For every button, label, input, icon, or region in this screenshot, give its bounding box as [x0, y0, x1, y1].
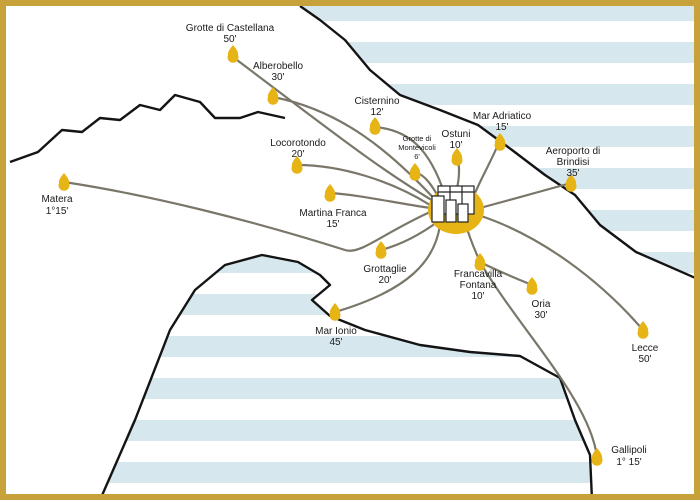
pin-mar-adriatico[interactable] [494, 133, 506, 151]
route-gallipoli [478, 260, 599, 459]
pin-oria[interactable] [526, 277, 538, 295]
time-grotte-di-castellana: 50' [223, 34, 236, 45]
building-icon [431, 185, 475, 223]
label-matera: Matera [41, 194, 73, 205]
route-matera [62, 180, 432, 252]
pins [58, 45, 649, 466]
route-cisternino [373, 125, 447, 197]
time-lecce: 50' [638, 354, 651, 365]
time-francavilla-fontana: 10' [471, 291, 484, 302]
pin-grottaglie[interactable] [375, 241, 387, 259]
label-oria: Oria [532, 299, 551, 310]
pin-gallipoli[interactable] [591, 448, 603, 466]
time-grotte-di-montevicoli: 6' [414, 152, 420, 161]
label-grotte-di-montevicoli-line1: Grotte di [403, 134, 432, 143]
label-aeroporto-di-brindisi-line2: Brindisi [557, 157, 590, 168]
western-border [9, 93, 286, 164]
pin-lecce[interactable] [637, 321, 649, 339]
time-locorotondo: 20' [291, 149, 304, 160]
label-grotte-di-montevicoli-line2: Montevicoli [398, 143, 436, 152]
pin-grotte-di-montevicoli[interactable] [409, 163, 421, 181]
time-grottaglie: 20' [378, 275, 391, 286]
route-lecce [476, 213, 645, 332]
pin-aeroporto-di-brindisi[interactable] [565, 174, 577, 192]
label-martina-franca: Martina Franca [299, 208, 367, 219]
pin-martina-franca[interactable] [324, 184, 336, 202]
pin-cisternino[interactable] [369, 117, 381, 135]
route-grotte-di-castellana [231, 55, 442, 207]
label-ostuni: Ostuni [442, 129, 471, 140]
label-francavilla-fontana-line1: Francavilla [454, 269, 503, 280]
label-francavilla-fontana-line2: Fontana [460, 280, 497, 291]
time-cisternino: 12' [370, 107, 383, 118]
adriatic-coastline [299, 6, 694, 279]
time-matera: 1°15' [46, 206, 69, 217]
label-cisternino: Cisternino [354, 96, 399, 107]
hub [428, 185, 484, 234]
labels: Grotte di Castellana 50' Alberobello 30'… [41, 23, 658, 468]
route-aeroporto-di-brindisi [478, 181, 573, 210]
route-mar-ionio [333, 223, 442, 314]
label-grotte-di-castellana: Grotte di Castellana [186, 23, 275, 34]
label-lecce: Lecce [632, 343, 659, 354]
ionian-sea [102, 255, 592, 494]
label-aeroporto-di-brindisi-line1: Aeroporto di [546, 146, 600, 157]
label-mar-adriatico: Mar Adriatico [473, 111, 532, 122]
time-martina-franca: 15' [326, 219, 339, 230]
label-mar-ionio: Mar Ionio [315, 326, 357, 337]
time-mar-ionio: 45' [329, 337, 342, 348]
time-mar-adriatico: 15' [495, 122, 508, 133]
time-oria: 30' [534, 310, 547, 321]
time-alberobello: 30' [271, 72, 284, 83]
pin-francavilla-fontana[interactable] [474, 253, 486, 271]
time-ostuni: 10' [449, 140, 462, 151]
label-grottaglie: Grottaglie [363, 264, 407, 275]
time-gallipoli: 1° 15' [616, 457, 641, 468]
label-alberobello: Alberobello [253, 61, 303, 72]
pin-mar-ionio[interactable] [329, 303, 341, 321]
pin-alberobello[interactable] [267, 87, 279, 105]
pin-locorotondo[interactable] [291, 156, 303, 174]
label-locorotondo: Locorotondo [270, 138, 326, 149]
label-gallipoli: Gallipoli [611, 445, 647, 456]
route-locorotondo [295, 163, 432, 207]
pin-ostuni[interactable] [451, 148, 463, 166]
route-alberobello [271, 95, 442, 207]
route-martina-franca [328, 191, 432, 210]
pin-grotte-di-castellana[interactable] [227, 45, 239, 63]
time-aeroporto-di-brindisi: 35' [566, 168, 579, 179]
adriatic-sea [300, 6, 694, 278]
pin-matera[interactable] [58, 173, 70, 191]
